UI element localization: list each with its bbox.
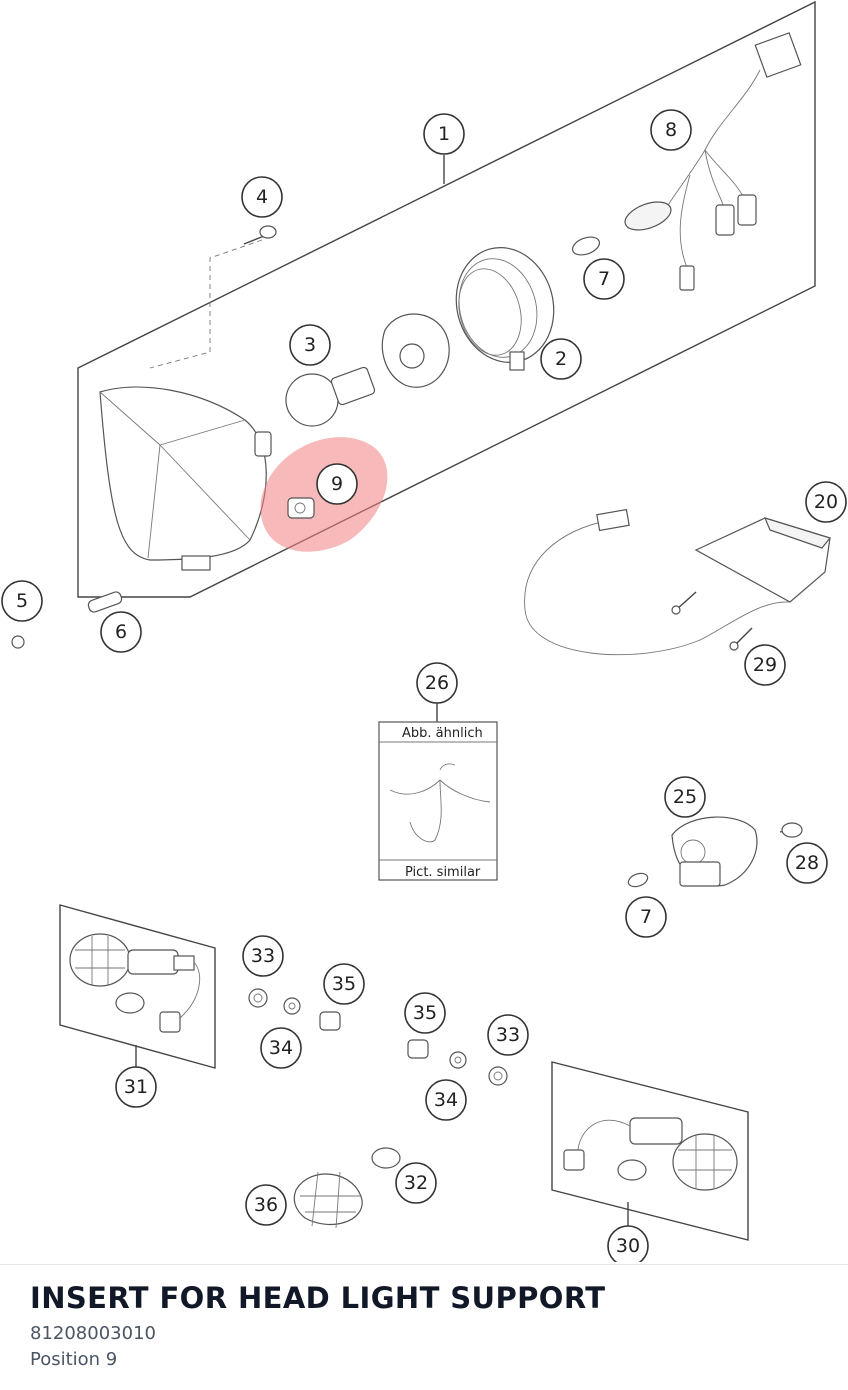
callout-7-top[interactable]: 7 [583, 258, 625, 300]
svg-text:1: 1 [438, 123, 450, 145]
image-box-top-label: Abb. ähnlich [402, 726, 483, 741]
svg-text:7: 7 [598, 268, 610, 290]
callout-26[interactable]: 26 [416, 662, 458, 704]
callout-6[interactable]: 6 [100, 611, 142, 653]
callout-32[interactable]: 32 [395, 1162, 437, 1204]
part-position: Position 9 [30, 1349, 118, 1370]
callout-35-left[interactable]: 35 [323, 963, 365, 1005]
callout-25[interactable]: 25 [664, 776, 706, 818]
callout-7-bottom[interactable]: 7 [625, 896, 667, 938]
svg-text:34: 34 [434, 1089, 458, 1111]
svg-text:8: 8 [665, 119, 677, 141]
signal-bulb-lens-parts [293, 1147, 401, 1229]
part-info-panel: INSERT FOR HEAD LIGHT SUPPORT 8120800301… [0, 1264, 848, 1390]
svg-text:20: 20 [814, 491, 838, 513]
callout-36[interactable]: 36 [245, 1184, 287, 1226]
svg-text:35: 35 [332, 973, 356, 995]
callout-2[interactable]: 2 [540, 338, 582, 380]
svg-text:9: 9 [331, 473, 343, 495]
wiring-harness-part [624, 32, 802, 291]
part-number: 81208003010 [30, 1323, 156, 1344]
callout-1[interactable]: 1 [423, 113, 465, 155]
callout-29[interactable]: 29 [744, 644, 786, 686]
callout-34-right[interactable]: 34 [425, 1079, 467, 1121]
svg-text:35: 35 [413, 1002, 437, 1024]
callout-31[interactable]: 31 [115, 1066, 157, 1108]
callout-34-left[interactable]: 34 [260, 1027, 302, 1069]
callout-20[interactable]: 20 [805, 481, 847, 523]
svg-text:25: 25 [673, 786, 697, 808]
washers-nuts-right [407, 1039, 508, 1086]
svg-text:4: 4 [256, 186, 268, 208]
part-title: INSERT FOR HEAD LIGHT SUPPORT [30, 1281, 606, 1315]
svg-text:36: 36 [254, 1194, 278, 1216]
callout-4[interactable]: 4 [241, 176, 283, 218]
exploded-parts-diagram: Abb. ähnlich Pict. similar [1, 0, 847, 1262]
svg-text:30: 30 [616, 1235, 640, 1257]
svg-text:32: 32 [404, 1172, 428, 1194]
callout-8[interactable]: 8 [650, 109, 692, 151]
callout-28[interactable]: 28 [786, 842, 828, 884]
callout-33-left[interactable]: 33 [242, 935, 284, 977]
rear-fender-light-part [524, 508, 832, 656]
svg-text:34: 34 [269, 1037, 293, 1059]
svg-text:33: 33 [251, 945, 275, 967]
rubber-cover-part [455, 247, 555, 371]
callout-3[interactable]: 3 [289, 324, 331, 366]
headlight-housing-part [99, 386, 272, 571]
headlight-assembly-panel [77, 0, 816, 598]
small-bulb-part [571, 236, 601, 256]
svg-text:31: 31 [124, 1076, 148, 1098]
turn-signal-right-assembly [551, 1061, 749, 1241]
callout-9[interactable]: 9 [316, 463, 358, 505]
bolt-spacer-parts [11, 591, 123, 649]
svg-text:5: 5 [16, 590, 28, 612]
callout-5[interactable]: 5 [1, 580, 43, 622]
svg-text:33: 33 [496, 1024, 520, 1046]
screw-part [149, 225, 277, 369]
wiring-harness-box: Abb. ähnlich Pict. similar [378, 700, 498, 881]
svg-text:6: 6 [115, 621, 127, 643]
svg-text:7: 7 [640, 906, 652, 928]
bulb-retainer-part [381, 313, 450, 388]
tail-light-part [627, 816, 803, 888]
washers-nuts-left [248, 988, 341, 1031]
image-box-bottom-label: Pict. similar [405, 865, 481, 880]
turn-signal-left-assembly [59, 904, 216, 1069]
headlight-bulb-part [285, 366, 376, 427]
svg-text:26: 26 [425, 672, 449, 694]
callout-33-right[interactable]: 33 [487, 1014, 529, 1056]
svg-text:29: 29 [753, 654, 777, 676]
callout-30[interactable]: 30 [607, 1225, 649, 1262]
callout-35-right[interactable]: 35 [404, 992, 446, 1034]
svg-text:28: 28 [795, 852, 819, 874]
svg-text:2: 2 [555, 348, 567, 370]
svg-text:3: 3 [304, 334, 316, 356]
